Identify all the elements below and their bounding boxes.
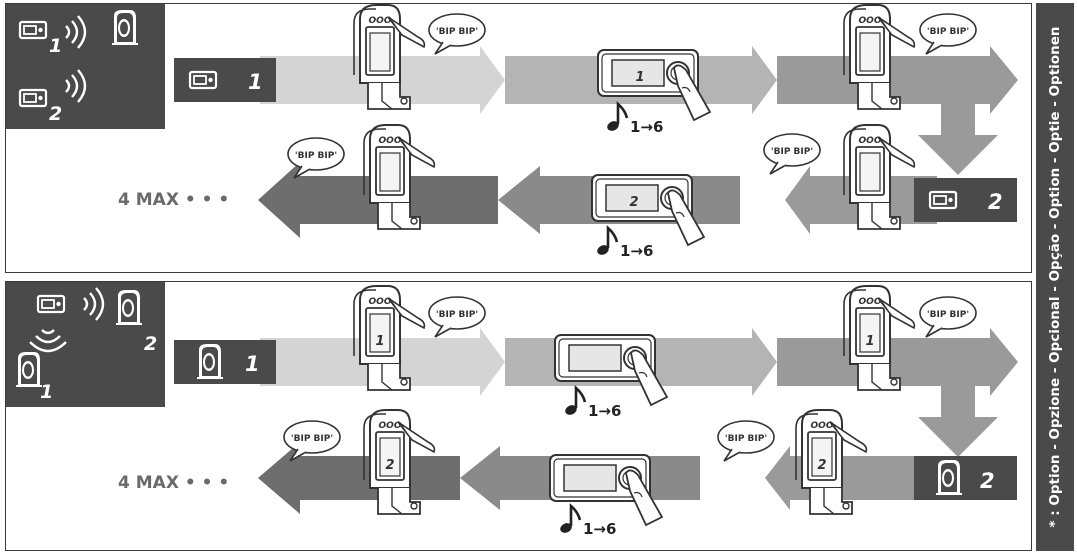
second-label-box (914, 456, 1017, 500)
sequence-label: 1→6 (588, 402, 621, 420)
detector-icon (196, 343, 224, 379)
bubble-text: 'BIP BIP' (436, 310, 478, 320)
sequence-label: 1→6 (630, 118, 663, 136)
device-number: 1 (865, 334, 874, 349)
options-side-strip: * : Option - Opzione - Opcional - Opção … (1036, 3, 1074, 551)
beep-note-icon (557, 504, 582, 536)
bubble-text: 'BIP BIP' (771, 147, 813, 157)
remote-control (554, 334, 668, 406)
second-number: 2 (988, 190, 1003, 214)
bubble-text: 'BIP BIP' (295, 151, 337, 161)
sequence-label: 1→6 (583, 520, 616, 538)
beep-note-icon (604, 102, 629, 134)
detector-icon (935, 459, 963, 495)
device-number: 1 (375, 334, 384, 349)
detector-icon (15, 351, 43, 387)
bubble-text: 'BIP BIP' (291, 434, 333, 444)
bubble-text: 'BIP BIP' (927, 310, 969, 320)
signal-waves-icon (29, 329, 67, 353)
device-number: 2 (385, 458, 394, 473)
display-number: 1 (635, 70, 644, 85)
flow-turn-arrow (777, 328, 1018, 457)
sequence-label: 1→6 (620, 242, 653, 260)
start-label-box (174, 340, 276, 384)
bubble-text: 'BIP BIP' (436, 27, 478, 37)
flow-turn-arrow (777, 46, 1018, 175)
bubble-text: 'BIP BIP' (725, 434, 767, 444)
start-number: 1 (245, 352, 260, 376)
second-number: 2 (980, 469, 995, 493)
signal-waves-icon (65, 69, 87, 103)
flow-arrow (765, 446, 937, 510)
bubble-text: 'BIP BIP' (927, 27, 969, 37)
remote-control (597, 49, 711, 121)
max-label: 4 MAX • • • (118, 190, 229, 210)
remote-control (549, 454, 663, 526)
second-label-box (914, 178, 1017, 222)
signal-waves-icon (65, 15, 87, 49)
display-number: 2 (629, 195, 638, 210)
max-label: 4 MAX • • • (118, 473, 229, 493)
legend-number: 1 (49, 35, 62, 57)
legend-number: 1 (40, 381, 53, 403)
signal-waves-icon (83, 287, 105, 321)
panel1-legend-box (6, 4, 165, 129)
detector-icon (115, 289, 143, 325)
panel2-graphics: 2 1 1 1 'BIP BIP' 1→6 1 'BIP BIP' 2 2 'B… (6, 282, 1018, 538)
beep-note-icon (594, 226, 619, 258)
device-number: 2 (817, 458, 826, 473)
legend-number: 2 (144, 333, 157, 355)
detector-icon (111, 9, 139, 45)
beep-note-icon (562, 386, 587, 418)
flow-arrow (258, 442, 460, 514)
legend-number: 2 (49, 103, 62, 125)
start-number: 1 (248, 70, 263, 94)
panel1-graphics: 1 2 1 'BIP BIP' 1 1→6 'BIP BIP' 2 (6, 4, 1018, 260)
